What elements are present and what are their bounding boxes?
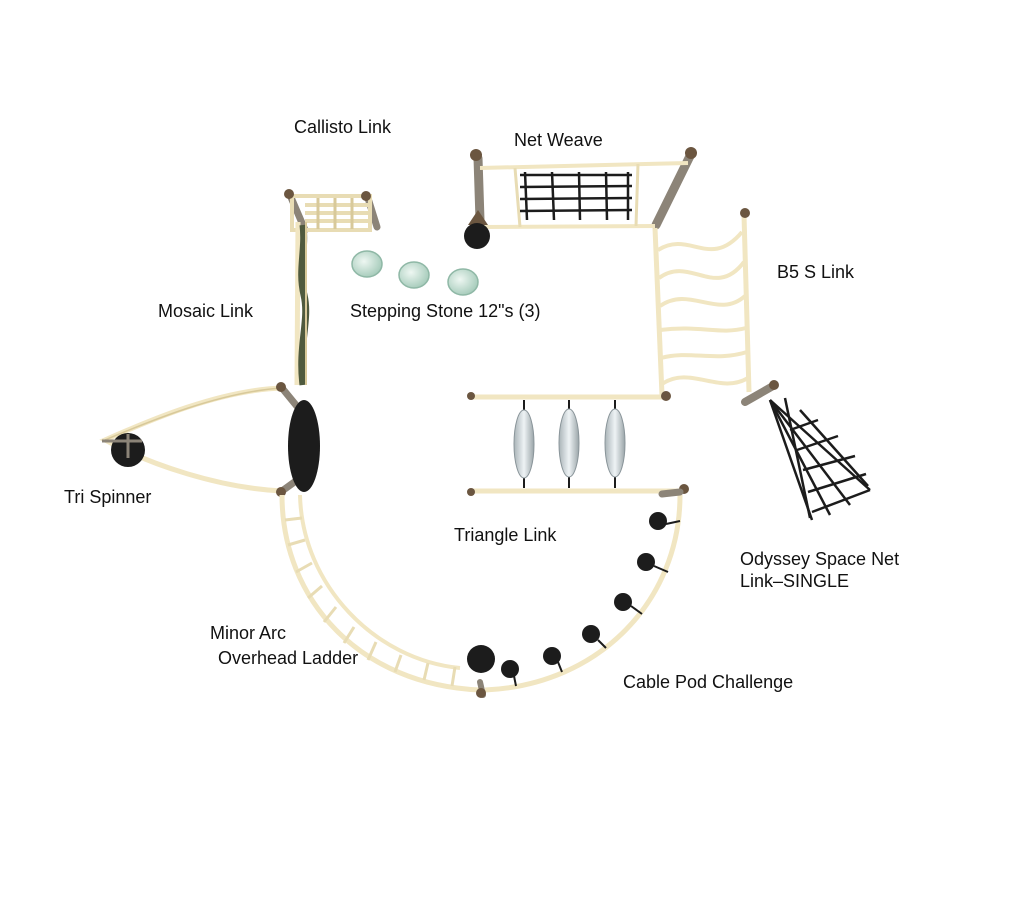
triangle-link (467, 391, 689, 496)
tri-spinner (99, 382, 320, 497)
cable-pod-challenge (467, 488, 684, 698)
label-cable-pod-challenge: Cable Pod Challenge (623, 672, 794, 692)
minor-arc-overhead-ladder (279, 494, 481, 693)
odyssey-space-net (741, 380, 871, 521)
label-stepping-stone: Stepping Stone 12"s (3) (350, 301, 541, 321)
b5-s-link (652, 208, 752, 396)
label-callisto-link: Callisto Link (294, 117, 392, 137)
mosaic-link (294, 221, 310, 386)
label-tri-spinner: Tri Spinner (64, 487, 152, 507)
callisto-link (284, 189, 381, 234)
label-b5-s-link: B5 S Link (777, 262, 855, 282)
stepping-stones (351, 250, 479, 296)
label-minor-arc-line1: Minor Arc (210, 623, 287, 643)
label-odyssey-line2: Link–SINGLE (740, 571, 850, 591)
label-minor-arc-line2: Overhead Ladder (218, 648, 359, 668)
label-odyssey-line1: Odyssey Space Net (740, 549, 900, 569)
label-net-weave: Net Weave (514, 130, 603, 150)
net-weave (464, 147, 697, 249)
label-mosaic-link: Mosaic Link (158, 301, 254, 321)
label-odyssey-space-net: Odyssey Space Net Link–SINGLE (740, 548, 899, 592)
label-triangle-link: Triangle Link (454, 525, 557, 545)
